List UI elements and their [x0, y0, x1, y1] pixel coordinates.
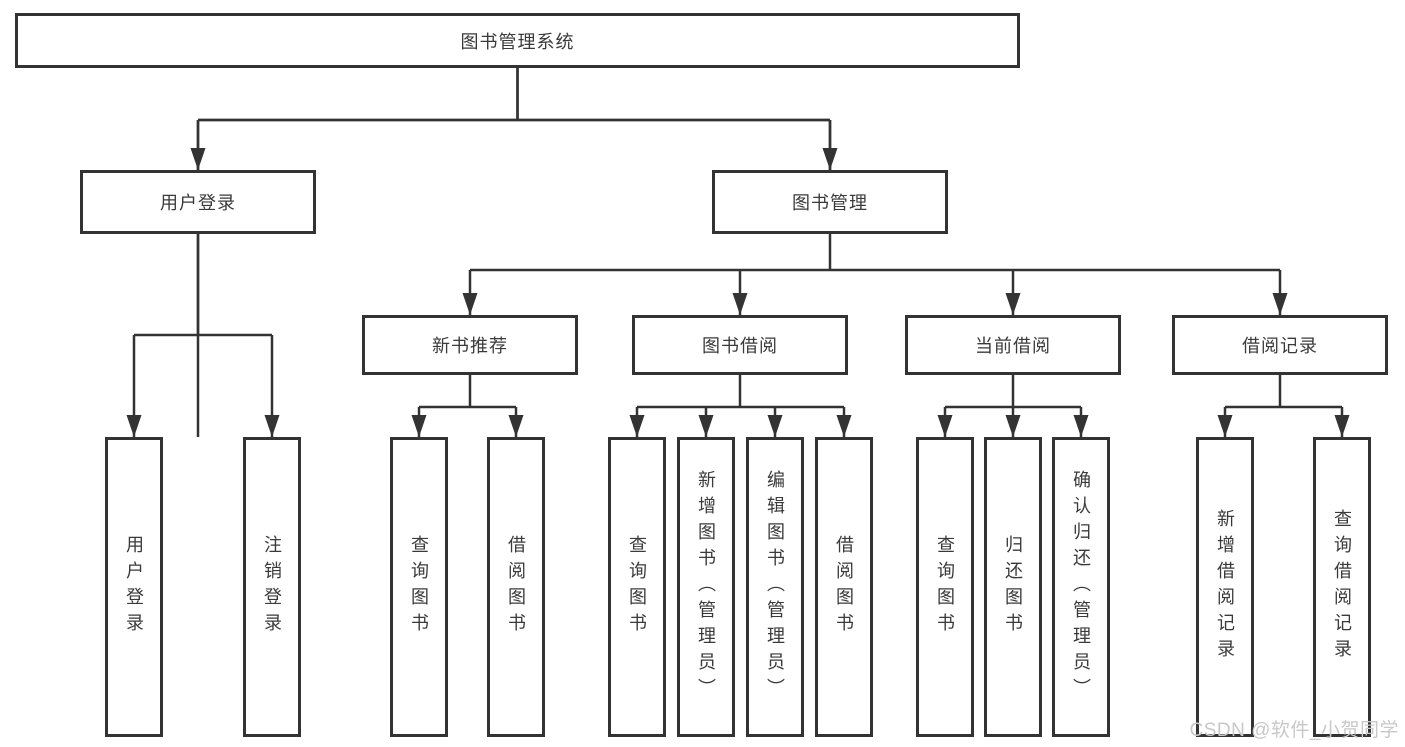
leaf-borrow-books-recommend: 借阅图书 — [487, 437, 545, 737]
node-borrowing-records-label: 借阅记录 — [1242, 336, 1318, 356]
arrowhead — [1272, 293, 1288, 315]
arrowhead — [698, 415, 714, 437]
arrowhead — [836, 415, 852, 437]
leaf-edit-books-admin-label: 编辑图书（管理员） — [765, 470, 785, 704]
node-book-borrowing-label: 图书借阅 — [702, 336, 778, 356]
leaf-return-books: 归还图书 — [984, 437, 1042, 737]
arrowhead — [1005, 293, 1021, 315]
node-book-borrowing: 图书借阅 — [632, 315, 848, 375]
arrowheads — [126, 148, 1350, 437]
node-root: 图书管理系统 — [15, 13, 1020, 68]
leaf-user-login: 用户登录 — [105, 437, 163, 737]
arrowhead — [411, 415, 427, 437]
node-root-label: 图书管理系统 — [460, 31, 575, 52]
arrowhead — [1217, 415, 1233, 437]
leaf-add-borrow-record: 新增借阅记录 — [1196, 437, 1254, 737]
leaf-query-books-current: 查询图书 — [916, 437, 974, 737]
arrowhead — [1334, 415, 1350, 437]
arrowhead — [190, 148, 206, 170]
leaf-query-books-current-label: 查询图书 — [935, 535, 955, 639]
node-new-book-recommend-label: 新书推荐 — [432, 336, 508, 356]
leaf-query-borrow-record: 查询借阅记录 — [1313, 437, 1371, 737]
leaf-borrow-books-borrowing-label: 借阅图书 — [834, 535, 854, 639]
csdn-watermark: CSDN @软件_小贺同学 — [1189, 720, 1399, 741]
node-current-borrowing-label: 当前借阅 — [975, 336, 1051, 356]
leaf-logout: 注销登录 — [243, 437, 301, 737]
node-book-management: 图书管理 — [712, 170, 948, 234]
node-borrowing-records: 借阅记录 — [1172, 315, 1388, 375]
arrowhead — [264, 415, 280, 437]
leaf-add-borrow-record-label: 新增借阅记录 — [1215, 509, 1235, 665]
node-user-login-label: 用户登录 — [160, 193, 236, 213]
leaf-query-books-borrowing-label: 查询图书 — [627, 535, 647, 639]
arrowhead — [822, 148, 838, 170]
arrowhead — [1005, 415, 1021, 437]
arrowhead — [767, 415, 783, 437]
node-book-management-label: 图书管理 — [792, 193, 868, 213]
leaf-confirm-return-admin-label: 确认归还（管理员） — [1071, 470, 1091, 704]
arrowhead — [629, 415, 645, 437]
leaf-query-books-borrowing: 查询图书 — [608, 437, 666, 737]
arrowhead — [126, 415, 142, 437]
leaf-user-login-label: 用户登录 — [124, 535, 144, 639]
arrowhead — [937, 415, 953, 437]
leaf-query-books-recommend-label: 查询图书 — [409, 535, 429, 639]
leaf-add-books-admin: 新增图书（管理员） — [677, 437, 735, 737]
leaf-add-books-admin-label: 新增图书（管理员） — [696, 470, 716, 704]
leaf-borrow-books-borrowing: 借阅图书 — [815, 437, 873, 737]
node-new-book-recommend: 新书推荐 — [362, 315, 578, 375]
leaf-logout-label: 注销登录 — [262, 535, 282, 639]
leaf-confirm-return-admin: 确认归还（管理员） — [1052, 437, 1110, 737]
leaf-return-books-label: 归还图书 — [1003, 535, 1023, 639]
arrowhead — [462, 293, 478, 315]
arrowhead — [1073, 415, 1089, 437]
leaf-edit-books-admin: 编辑图书（管理员） — [746, 437, 804, 737]
arrowhead — [508, 415, 524, 437]
leaf-borrow-books-recommend-label: 借阅图书 — [506, 535, 526, 639]
leaf-query-books-recommend: 查询图书 — [390, 437, 448, 737]
node-user-login: 用户登录 — [80, 170, 316, 234]
connector-paths — [132, 68, 1344, 437]
leaf-query-borrow-record-label: 查询借阅记录 — [1332, 509, 1352, 665]
arrowhead — [732, 293, 748, 315]
node-current-borrowing: 当前借阅 — [905, 315, 1121, 375]
